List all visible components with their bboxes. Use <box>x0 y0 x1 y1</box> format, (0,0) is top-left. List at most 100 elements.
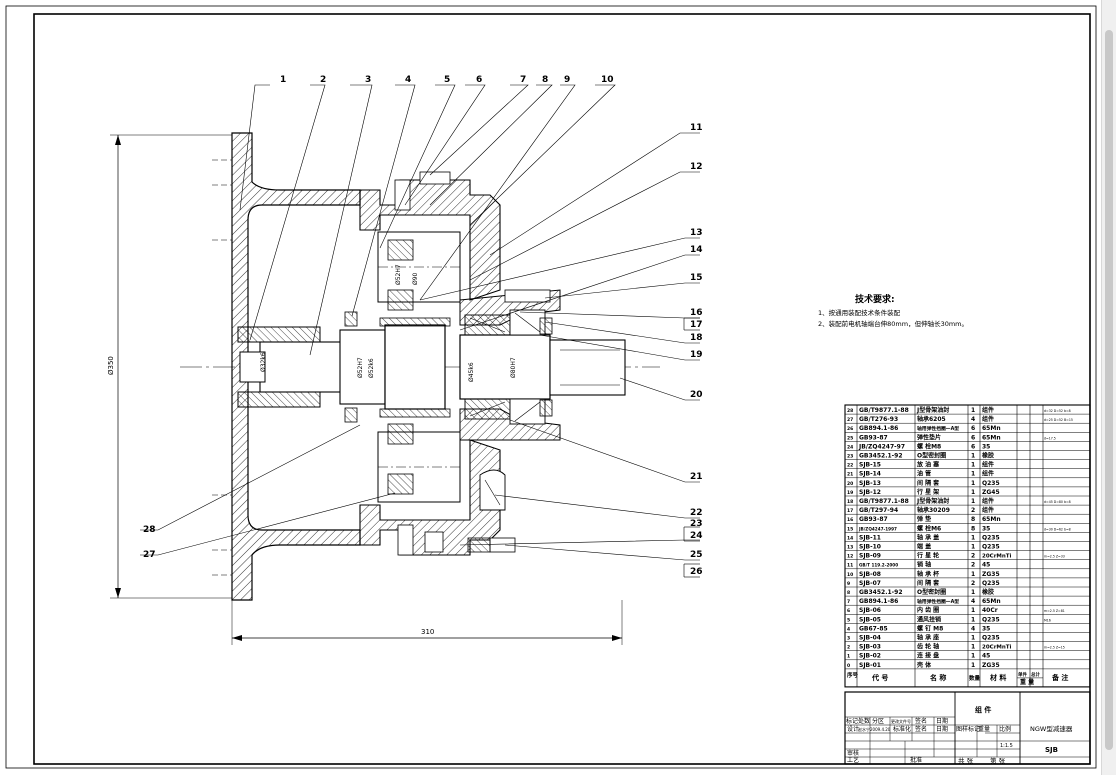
bom-row-qty: 1 <box>971 407 975 414</box>
bom-row-name: 间 隔 套 <box>917 579 939 587</box>
bom-row-name: 端 盖 <box>917 543 931 551</box>
bom-row-note: d=17.5 <box>1044 436 1056 440</box>
bom-row-code: GB/T276-93 <box>859 416 898 423</box>
bom-row-name: 连 接 盘 <box>917 652 939 660</box>
inner-frame <box>33 13 1091 765</box>
bom-row-no: 17 <box>847 508 853 514</box>
bom-row-no: 25 <box>847 435 853 441</box>
bom-row-code: GB67-85 <box>859 625 888 632</box>
bom-row-name: 内 齿 圈 <box>917 606 939 614</box>
bom-row-qty: 6 <box>971 425 975 432</box>
dimensions: Ø350 310 <box>107 134 623 645</box>
fit-label: Ø45k6 <box>468 362 475 382</box>
bom-row-note: d=30 D=62 b=8 <box>1044 527 1071 531</box>
fit-label: Ø90 <box>412 272 419 285</box>
rev-date: 日期 <box>936 717 948 725</box>
bom-row-code: SJB-06 <box>859 607 881 614</box>
bom-row-material: 40Cr <box>982 607 998 614</box>
callout-2: 2 <box>320 75 326 85</box>
bom-row-no: 11 <box>847 563 853 569</box>
bom-row-qty: 1 <box>971 607 975 614</box>
bom-row-material: 65Mn <box>982 425 1001 432</box>
bom-row-material: ZG35 <box>982 571 1000 578</box>
process-label: 工艺 <box>847 756 859 764</box>
bom-row-material: 65Mn <box>982 516 1001 523</box>
rev-count: 处数 <box>858 717 870 725</box>
bom-row-name: 轴 承 座 <box>917 634 939 642</box>
scroll-thumb[interactable] <box>1105 30 1113 750</box>
bom-row-no: 10 <box>847 572 853 578</box>
bom-row-material: 橡胶 <box>982 452 994 460</box>
bom-row-code: GB894.1-86 <box>859 598 898 605</box>
bom-row-no: 5 <box>847 617 850 623</box>
bom-row-code: SJB-01 <box>859 662 881 669</box>
approve-label: 批准 <box>910 756 922 764</box>
bom-row-no: 6 <box>847 608 850 614</box>
review-label: 审核 <box>847 749 859 757</box>
bom-row-code: SJB-04 <box>859 635 881 642</box>
bom-row-material: 65Mn <box>982 598 1001 605</box>
bom-row-name: 螺 钉 M8 <box>917 624 943 632</box>
bom-row-qty: 1 <box>971 644 975 651</box>
bom-row-name: 弹性垫片 <box>917 433 941 441</box>
callout-13: 13 <box>690 228 703 238</box>
weight-label: 重量 <box>978 725 990 733</box>
bom-row-code: SJB-14 <box>859 471 881 478</box>
bom-header-unit-weight: 单件 <box>1018 671 1027 678</box>
stage-label: 图样标记 <box>956 725 980 733</box>
vertical-scrollbar[interactable] <box>1101 0 1116 775</box>
bom-row-no: 12 <box>847 554 853 560</box>
bom-row-material: ZG45 <box>982 489 1000 496</box>
bom-row-no: 8 <box>847 590 850 596</box>
bom-row-qty: 1 <box>971 534 975 541</box>
bom-header-note: 备 注 <box>1051 673 1068 682</box>
bom-row-material: 35 <box>982 443 990 450</box>
bom-row-no: 20 <box>847 481 853 487</box>
bom-row-name: 放 油 塞 <box>916 461 940 469</box>
bom-row-material: 45 <box>982 562 990 569</box>
section-view <box>180 132 660 601</box>
bom-row-material: ZG35 <box>982 662 1000 669</box>
leader-lines <box>140 84 700 561</box>
bom-row-qty: 1 <box>971 480 975 487</box>
bom-row-qty: 1 <box>971 571 975 578</box>
bom-row-material: 组件 <box>982 461 994 469</box>
bom-row-code: GB/T9877.1-88 <box>859 498 909 505</box>
bom-row-no: 19 <box>847 490 853 496</box>
bom-row-no: 1 <box>847 654 850 660</box>
bom-row-qty: 4 <box>971 416 975 423</box>
callout-3: 3 <box>365 75 371 85</box>
bom-row-qty: 1 <box>971 498 975 505</box>
bom-row-code: GB3452.1-92 <box>859 589 903 596</box>
bom-row-name: J型骨架油封 <box>916 497 949 505</box>
callout-4: 4 <box>405 75 411 85</box>
bom-row-no: 13 <box>847 545 853 551</box>
tech-title: 技术要求: <box>855 293 895 305</box>
bom-row-code: SJB-08 <box>859 571 881 578</box>
fit-label: Ø32k6 <box>260 352 267 372</box>
bom-row-material: Q235 <box>982 635 1000 642</box>
bom-row-material: Q235 <box>982 616 1000 623</box>
tech-item-1: 1、按通用装配技术条件装配 <box>818 308 901 317</box>
bom-row-qty: 1 <box>971 635 975 642</box>
bom-row-qty: 2 <box>971 580 975 587</box>
bom-row-material: 45 <box>982 653 990 660</box>
outer-frame <box>5 5 1097 769</box>
bom-row-material: 橡胶 <box>982 588 994 596</box>
bom-row-material: 组件 <box>982 506 994 514</box>
callout-8: 8 <box>542 75 548 85</box>
callout-5: 5 <box>444 75 450 85</box>
bom-row-material: Q235 <box>982 580 1000 587</box>
bom-row-no: 21 <box>847 472 853 478</box>
bom-row-code: GB/T9877.1-88 <box>859 407 909 414</box>
bom-row-name: 齿 轮 轴 <box>917 643 939 651</box>
date-label: 日期 <box>936 725 948 733</box>
bom-row-code: GB3452.1-92 <box>859 453 903 460</box>
callout-6: 6 <box>476 75 482 85</box>
bom-row-no: 15 <box>847 526 853 532</box>
bom-row-name: 行 星 轮 <box>916 552 939 560</box>
bom-row-code: SJB-11 <box>859 534 881 541</box>
bom-row-code: SJB-05 <box>859 616 881 623</box>
